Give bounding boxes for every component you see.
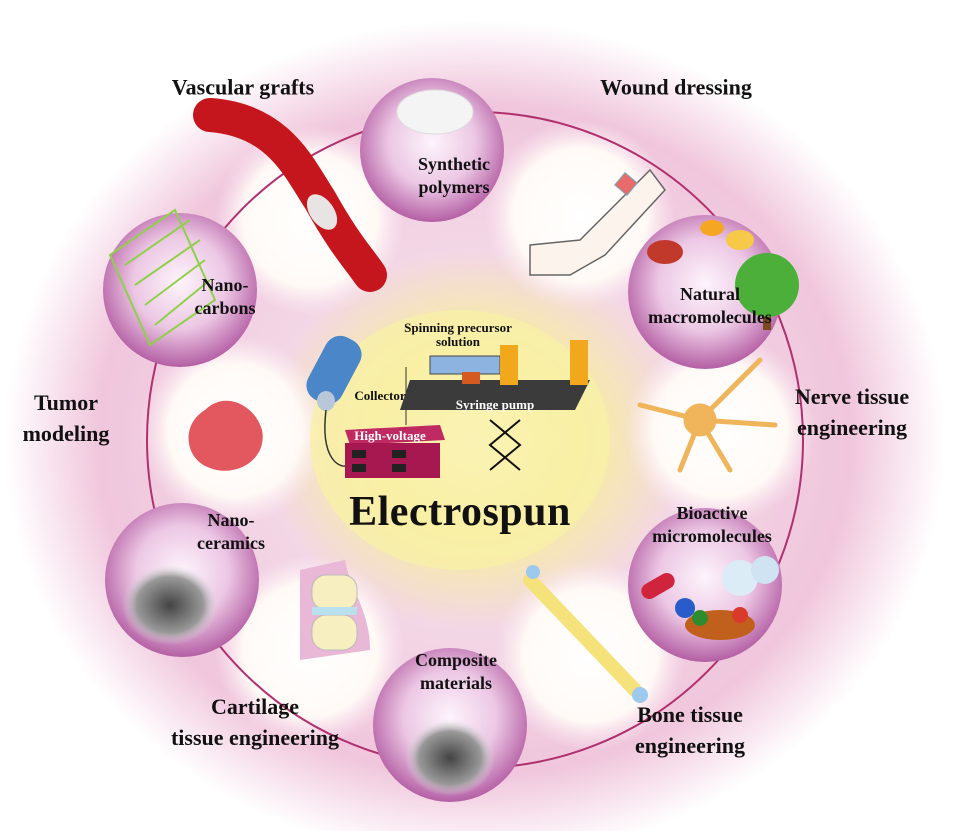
crystals-icon [722,556,779,596]
capsules-icon [700,220,754,250]
scissor-lift-icon [488,419,522,471]
bone-icon [523,565,648,703]
bubble-nano-carbons [103,213,257,367]
material-nano-carbons: Nano-carbons [194,275,256,318]
voltage-label: High-voltage [354,428,426,443]
vegetables-icon [685,607,755,640]
high-voltage-supply-icon [345,425,445,478]
syringe-pump-icon [400,340,590,410]
joint-icon [300,560,370,660]
composite-mesh-icon [405,720,495,796]
center-glow [310,310,610,570]
application-vascular-grafts: Vascular grafts [171,74,315,100]
vessel-lumen [306,194,338,230]
nanotube-icon [108,208,217,347]
collector-drum-icon [306,335,362,411]
pump-label: Syringe pump [455,397,535,412]
tumor-icon [188,400,263,471]
polymer-powder-icon [396,89,474,135]
center-title: Electrospun [349,489,571,535]
neuron-icon [637,357,778,473]
ceramic-mesh-icon [122,565,218,645]
pills-icon [641,573,695,618]
application-wound-dressing: Wound dressing [600,74,752,100]
material-nano-ceramics: Nano-ceramics [197,510,265,553]
tree-icon [735,253,799,330]
arm-icon [529,168,666,276]
collector-label: Collector [354,388,406,403]
lobe [625,335,815,525]
dressing-patch [614,172,638,196]
crab-icon [647,240,683,264]
